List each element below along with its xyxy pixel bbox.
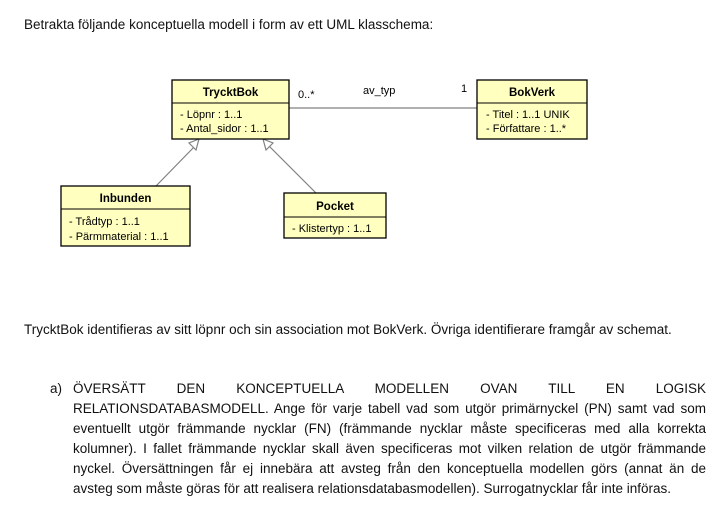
class-name: BokVerk [509, 87, 556, 99]
class-attribute: - Klistertyp : 1..1 [292, 223, 371, 235]
task-letter: a) [50, 381, 63, 396]
intro-text: Betrakta följande konceptuella modell i … [24, 17, 434, 32]
class-name: Pocket [316, 201, 354, 213]
task-text: ÖVERSÄTT DEN KONCEPTUELLA MODELLEN OVAN … [73, 381, 706, 496]
class-attribute: - Trådtyp : 1..1 [69, 216, 140, 228]
class-name: Inbunden [100, 193, 152, 205]
association-mult-left: 0..* [298, 89, 315, 101]
class-attribute: - Antal_sidor : 1..1 [180, 123, 269, 135]
identification-text: TrycktBok identifieras av sitt löpnr och… [24, 322, 672, 337]
class-bokverk: BokVerk - Titel : 1..1 UNIK - Författare… [476, 79, 588, 140]
association-mult-right: 1 [461, 83, 467, 95]
generalization-arrowhead-inbunden [187, 137, 200, 152]
class-attribute: - Pärmmaterial : 1..1 [69, 231, 169, 243]
generalization-line-pocket [268, 145, 317, 194]
class-attribute: - Titel : 1..1 UNIK [486, 109, 570, 121]
generalization-line-inbunden [155, 144, 197, 187]
association-name: av_typ [363, 85, 395, 97]
class-attribute: - Löpnr : 1..1 [180, 109, 242, 121]
class-inbunden: Inbunden - Trådtyp : 1..1 - Pärmmaterial… [60, 185, 191, 247]
uml-class-diagram: 0..* av_typ 1 TrycktBok - Löpnr : 1..1 -… [60, 79, 588, 247]
class-pocket: Pocket - Klistertyp : 1..1 [283, 192, 387, 239]
generalization-arrowhead-pocket [262, 137, 275, 152]
class-attribute: - Författare : 1..* [486, 123, 567, 135]
class-name: TrycktBok [203, 87, 259, 99]
class-trycktbok: TrycktBok - Löpnr : 1..1 - Antal_sidor :… [171, 79, 290, 140]
